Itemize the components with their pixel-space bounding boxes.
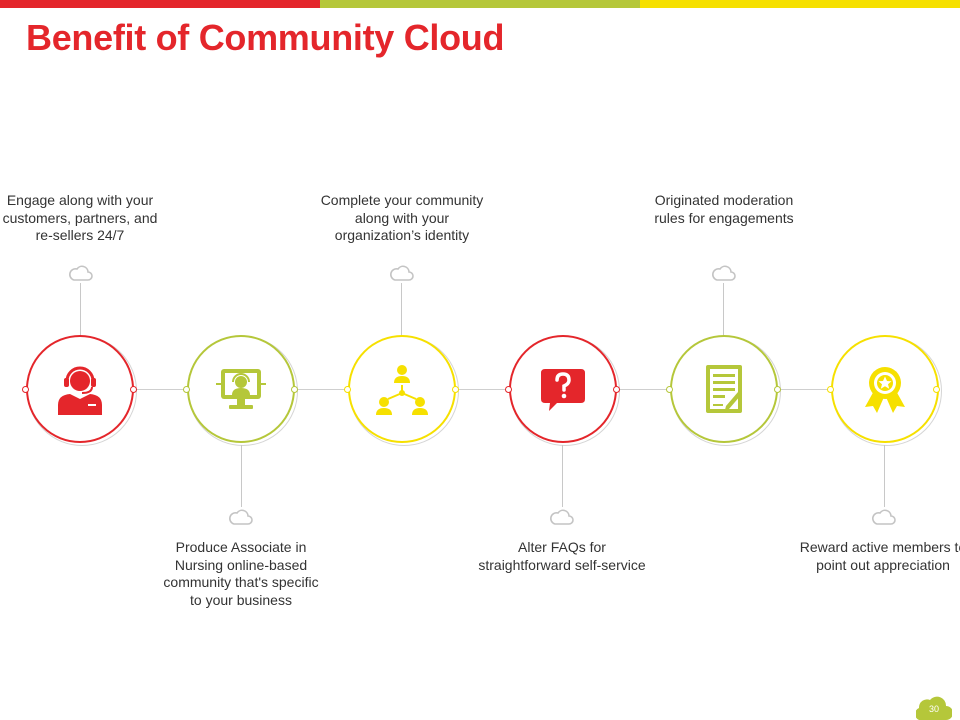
step-3-connector [401, 283, 402, 335]
step-1-text: Engage along with your customers, partne… [2, 192, 158, 243]
step-2-left-dot [183, 386, 190, 393]
step-6-right-dot [933, 386, 940, 393]
timeline-line [26, 389, 938, 390]
faq-question-icon [535, 361, 591, 417]
cloud-icon [68, 263, 94, 283]
step-6-text: Reward active members to point out appre… [799, 539, 960, 573]
step-1-right-dot [130, 386, 137, 393]
page-number: 30 [928, 704, 939, 714]
cloud-icon [228, 507, 254, 527]
step-4-left-dot [505, 386, 512, 393]
online-computer-icon [213, 361, 269, 417]
award-ribbon-icon [857, 361, 913, 417]
cloud-icon [871, 507, 897, 527]
step-4-right-dot [613, 386, 620, 393]
document-rules-icon [696, 361, 752, 417]
step-5-right-dot [774, 386, 781, 393]
cloud-badge-icon [916, 690, 952, 720]
step-3-circle [348, 335, 456, 443]
step-2-right-dot [291, 386, 298, 393]
slide-title: Benefit of Community Cloud [26, 17, 505, 58]
top-bar-green-segment [320, 0, 640, 8]
step-2-connector [241, 445, 242, 507]
step-3-text: Complete your community along with your … [320, 192, 484, 243]
step-6-connector [884, 445, 885, 507]
step-4-connector [562, 445, 563, 507]
step-3-left-dot [344, 386, 351, 393]
step-2-text: Produce Associate in Nursing online-base… [163, 539, 319, 608]
step-1-connector [80, 283, 81, 335]
step-3-right-dot [452, 386, 459, 393]
step-1-left-dot [22, 386, 29, 393]
step-6-left-dot [827, 386, 834, 393]
top-bar-yellow-segment [640, 0, 960, 8]
step-5-text: Originated moderation rules for engageme… [654, 192, 794, 226]
top-color-bar [0, 0, 960, 8]
cloud-icon [711, 263, 737, 283]
step-5-connector [723, 283, 724, 335]
step-4-text: Alter FAQs for straightforward self-serv… [478, 539, 646, 573]
headset-support-icon [52, 361, 108, 417]
organization-network-icon [374, 361, 430, 417]
step-5-left-dot [666, 386, 673, 393]
top-bar-red-segment [0, 0, 320, 8]
cloud-icon [549, 507, 575, 527]
cloud-icon [389, 263, 415, 283]
